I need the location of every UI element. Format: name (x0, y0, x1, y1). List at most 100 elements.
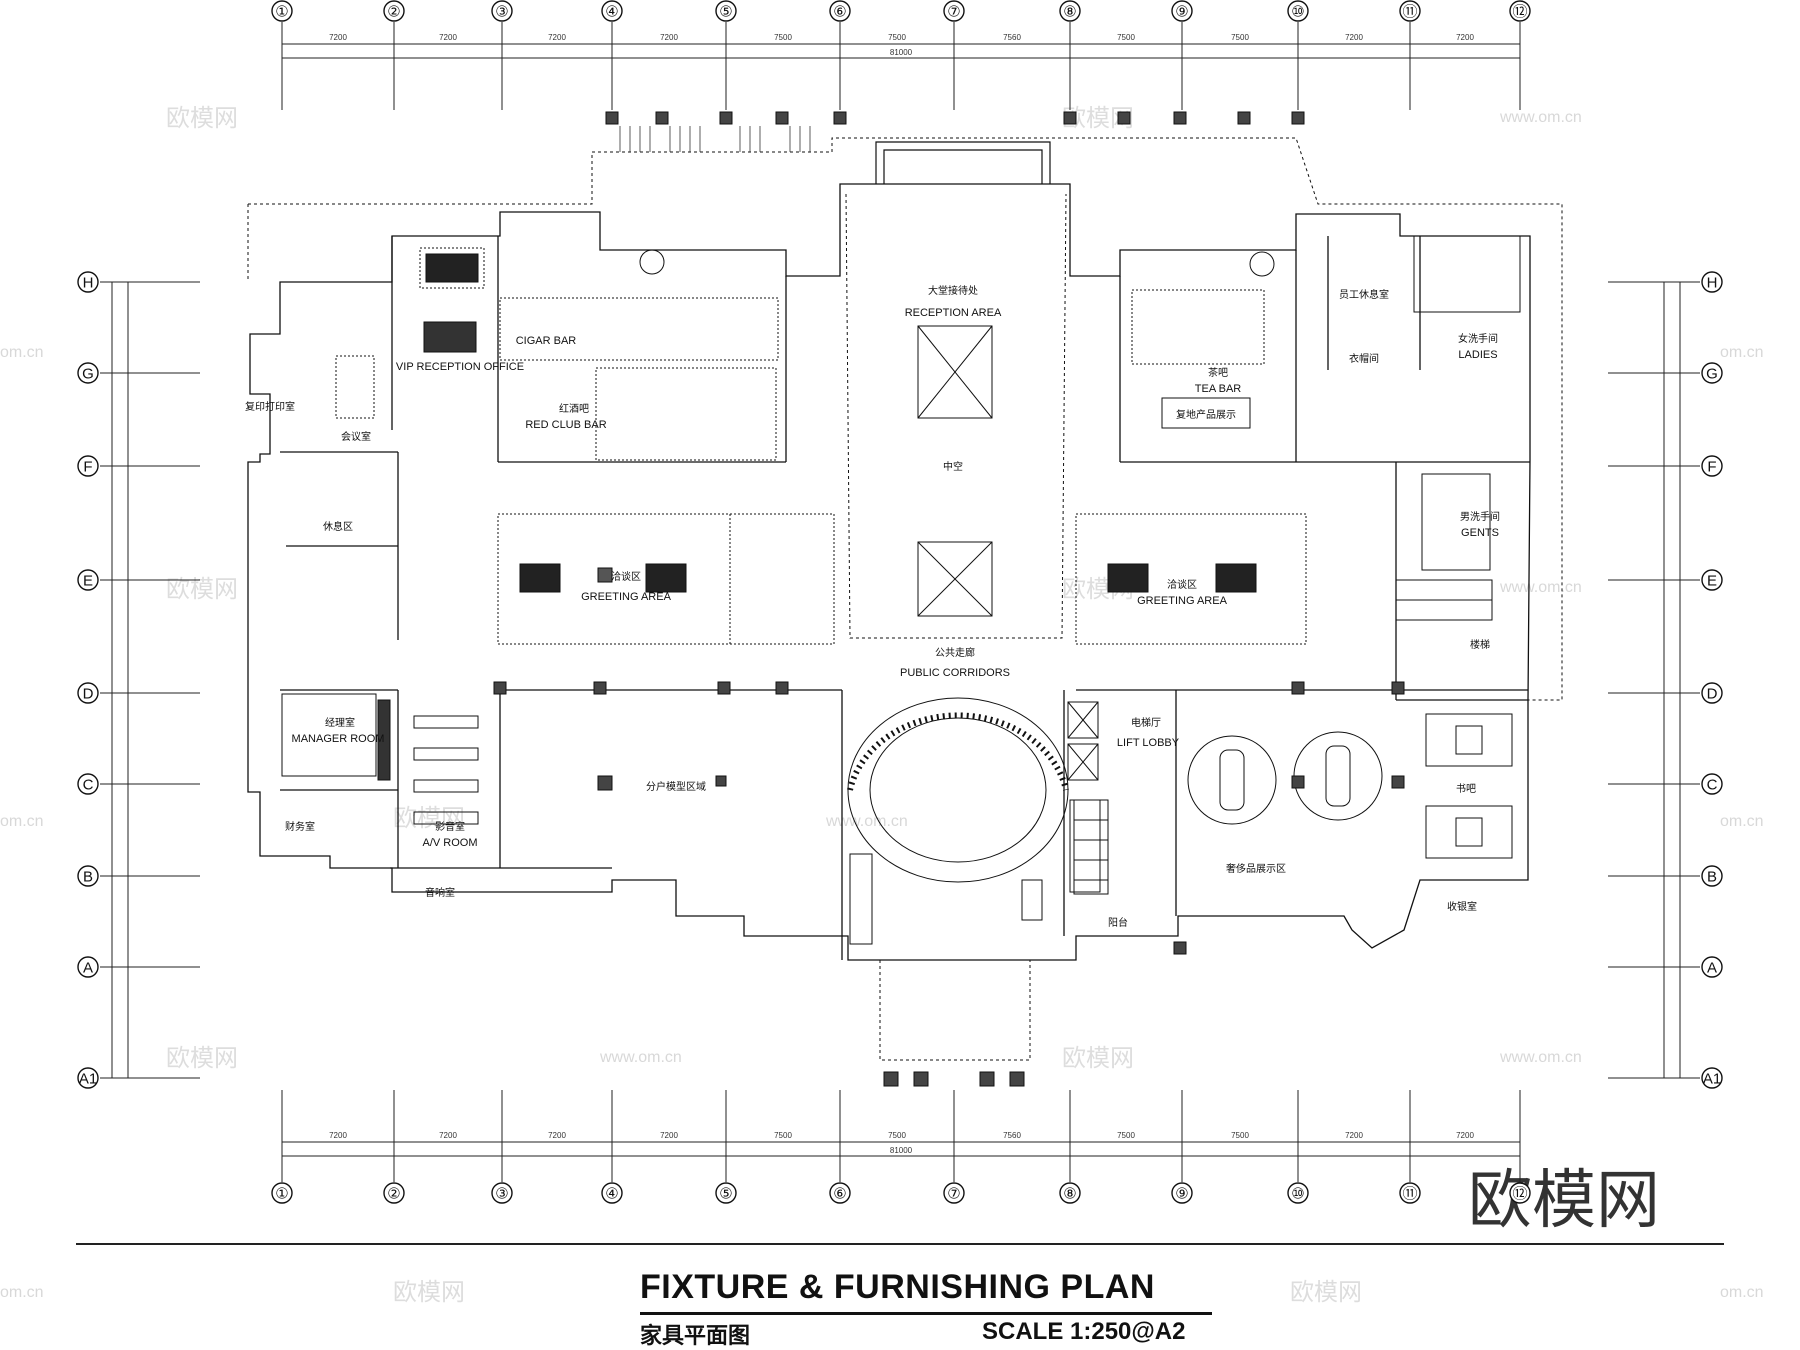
column-axis-bubble: ⑥ (829, 1182, 851, 1204)
bay-dimension: 7500 (888, 1131, 906, 1140)
column-axis-bubble: ⑦ (943, 1182, 965, 1204)
svg-text:③: ③ (495, 1186, 508, 1203)
row-axis-bubble: D (1701, 682, 1723, 704)
label-product-display: 复地产品展示 (1176, 408, 1236, 421)
svg-text:⑥: ⑥ (833, 4, 846, 21)
watermarks: 欧模网 欧模网 www.om.cn om.cn om.cn 欧模网 欧模网 ww… (0, 104, 1764, 1306)
bay-dimension: 7200 (1345, 1131, 1363, 1140)
row-axis-bubble: B (77, 865, 99, 887)
watermark-brand: 欧模网 (393, 804, 465, 832)
svg-text:⑧: ⑧ (1063, 1186, 1076, 1203)
total-dimension: 81000 (890, 1146, 913, 1155)
column-axis-bubble: ⑧ (1059, 0, 1081, 22)
row-axis-bubble: E (1701, 569, 1723, 591)
column-axis-bubble: ③ (491, 1182, 513, 1204)
watermark-url: www.om.cn (825, 813, 908, 830)
watermark-url: om.cn (0, 1284, 44, 1301)
column-axis-bubble: ⑧ (1059, 1182, 1081, 1204)
column-axis-bubble: ⑨ (1171, 0, 1193, 22)
dimension-texts: 7200720072007200720072007200720075007500… (329, 33, 1474, 1155)
column-axis-bubble: ⑨ (1171, 1182, 1193, 1204)
label-manager-room: MANAGER ROOM (292, 733, 385, 745)
label-manager-cn: 经理室 (325, 716, 355, 729)
bay-dimension: 7560 (1003, 33, 1021, 42)
drawing-title-cn: 家具平面图 (640, 1324, 751, 1349)
column-axis-bubble: ② (383, 0, 405, 22)
bay-dimension: 7500 (774, 33, 792, 42)
watermark-brand: 欧模网 (166, 104, 238, 132)
svg-text:H: H (1707, 275, 1718, 292)
svg-text:②: ② (387, 1186, 400, 1203)
svg-text:⑦: ⑦ (947, 4, 960, 21)
svg-text:⑩: ⑩ (1291, 1186, 1304, 1203)
bay-dimension: 7200 (439, 33, 457, 42)
svg-text:①: ① (275, 4, 288, 21)
label-greeting-cn: 洽谈区 (611, 570, 641, 583)
bay-dimension: 7200 (1456, 1131, 1474, 1140)
svg-text:⑩: ⑩ (1291, 4, 1304, 21)
corner-watermark-logo: 欧模网 (1468, 1164, 1660, 1238)
total-dimension: 81000 (890, 48, 913, 57)
svg-text:D: D (1707, 686, 1718, 703)
svg-text:H: H (83, 275, 94, 292)
manager-room (281, 693, 391, 781)
svg-text:④: ④ (605, 1186, 618, 1203)
label-staff-room: 员工休息室 (1339, 288, 1389, 301)
svg-text:①: ① (275, 1186, 288, 1203)
luxury-car-display (1187, 731, 1383, 825)
label-red-club-bar: RED CLUB BAR (525, 419, 606, 431)
label-tea-bar: TEA BAR (1195, 383, 1242, 395)
watermark-brand: 欧模网 (1062, 1044, 1134, 1072)
lift-lobby (1067, 701, 1101, 893)
label-lift-lobby: LIFT LOBBY (1117, 737, 1180, 749)
row-axis-bubble: A (77, 956, 99, 978)
av-room-seating (413, 700, 501, 868)
svg-text:⑪: ⑪ (1402, 1186, 1417, 1203)
label-tea-bar-cn: 茶吧 (1208, 366, 1228, 379)
label-av-room: A/V ROOM (422, 837, 477, 849)
vip-office (335, 247, 485, 419)
column-axis-bubble: ④ (601, 0, 623, 22)
rotunda-stair (847, 697, 1069, 945)
svg-text:⑤: ⑤ (719, 4, 732, 21)
watermark-url: www.om.cn (599, 1049, 682, 1066)
svg-text:⑥: ⑥ (833, 1186, 846, 1203)
label-luxury-display: 奢侈品展示区 (1226, 862, 1286, 875)
label-meeting: 会议室 (341, 430, 371, 443)
column-axis-bubble: ⑦ (943, 0, 965, 22)
side-dimension-lines (111, 282, 1681, 1078)
svg-text:D: D (83, 686, 94, 703)
column-axis-bubble: ⑤ (715, 0, 737, 22)
row-axis-bubble: A1 (77, 1067, 99, 1089)
label-ladies: LADIES (1458, 349, 1497, 361)
svg-text:⑤: ⑤ (719, 1186, 732, 1203)
bay-dimension: 7200 (660, 33, 678, 42)
row-axis-bubble: H (1701, 271, 1723, 293)
row-axis-bubble: B (1701, 865, 1723, 887)
bay-dimension: 7560 (1003, 1131, 1021, 1140)
label-wardrobe: 衣帽间 (1349, 352, 1379, 365)
label-finance: 财务室 (285, 820, 315, 833)
top-dimension-lines (282, 43, 1520, 1157)
watermark-url: www.om.cn (1499, 1049, 1582, 1066)
label-print-room: 复印打印室 (245, 400, 295, 413)
bay-dimension: 7200 (329, 33, 347, 42)
bay-dimension: 7200 (439, 1131, 457, 1140)
svg-text:A: A (1707, 960, 1717, 977)
bay-dimension: 7200 (548, 33, 566, 42)
row-axis-bubble: G (1701, 362, 1723, 384)
service-stair (1073, 799, 1109, 895)
greeting-area-left (497, 513, 835, 645)
watermark-url: om.cn (1720, 1284, 1764, 1301)
svg-text:⑦: ⑦ (947, 1186, 960, 1203)
watermark-url: www.om.cn (1499, 109, 1582, 126)
svg-text:B: B (1707, 869, 1717, 886)
bay-dimension: 7500 (888, 33, 906, 42)
label-stair: 楼梯 (1470, 638, 1490, 651)
column-axis-bubble: ⑩ (1287, 1182, 1309, 1204)
column-axis-bubble: ⑫ (1509, 0, 1531, 22)
svg-text:⑧: ⑧ (1063, 4, 1076, 21)
watermark-brand: 欧模网 (166, 575, 238, 603)
